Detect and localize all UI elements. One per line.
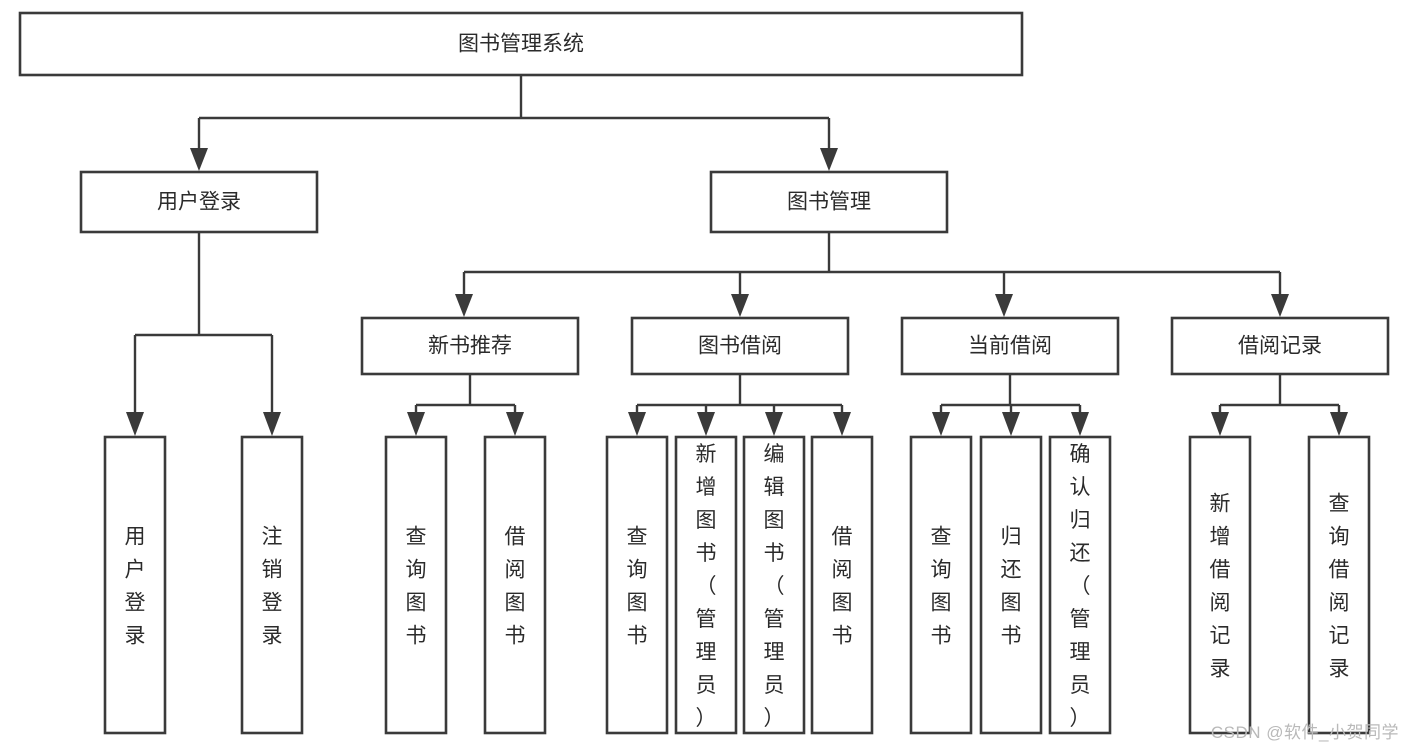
leaf-label: 借阅图书	[832, 526, 853, 648]
leaf-label: 用户登录	[125, 526, 146, 648]
node-borrow-record[interactable]: 借阅记录	[1170, 316, 1390, 376]
arrow-head-leaf-user-login	[126, 412, 144, 436]
leaf-node[interactable]: 归还图书	[979, 435, 1043, 735]
leaf-box[interactable]	[1048, 435, 1112, 735]
leaf-box[interactable]	[909, 435, 973, 735]
leaf-label: 注销登录	[262, 526, 283, 648]
arrow-head-bb-borrow	[833, 412, 851, 436]
arrow-head-br-add	[1211, 412, 1229, 436]
arrow-head-bb-edit	[765, 412, 783, 436]
book-borrow-box[interactable]	[630, 316, 850, 376]
leaf-box[interactable]	[810, 435, 874, 735]
leaf-box[interactable]	[605, 435, 669, 735]
arrow-head-record	[1271, 294, 1289, 317]
arrow-head-nb-query	[407, 412, 425, 436]
arrow-head-current	[995, 294, 1013, 317]
user-login-box[interactable]	[79, 170, 319, 234]
connector-layer	[126, 75, 1348, 436]
leaf-box[interactable]	[1188, 435, 1252, 735]
leaf-label: 查询图书	[931, 526, 952, 648]
leaf-node[interactable]: 查询图书	[909, 435, 973, 735]
leaf-node[interactable]: 查询图书	[384, 435, 448, 735]
leaf-box[interactable]	[742, 435, 806, 735]
leaf-box[interactable]	[240, 435, 304, 735]
leaf-box[interactable]	[1307, 435, 1371, 735]
leaf-box[interactable]	[103, 435, 167, 735]
leaf-layer: 用户登录 注销登录 查询图书 借阅图书 查询图书 新增图书（管理员） 编辑图书（管理员） 借阅…	[103, 435, 1371, 735]
leaf-node[interactable]: 新增借阅记录	[1188, 435, 1252, 735]
leaf-label: 查询图书	[627, 526, 648, 648]
leaf-box[interactable]	[483, 435, 547, 735]
leaf-node[interactable]: 借阅图书	[483, 435, 547, 735]
leaf-node[interactable]: 注销登录	[240, 435, 304, 735]
leaf-label: 编辑图书（管理员）	[764, 443, 785, 730]
node-current-borrow[interactable]: 当前借阅	[900, 316, 1120, 376]
book-borrow-label: 图书借阅	[698, 335, 782, 358]
current-borrow-box[interactable]	[900, 316, 1120, 376]
arrow-head-newbook	[455, 294, 473, 317]
borrow-record-label: 借阅记录	[1238, 335, 1322, 358]
arrow-head-cb-query	[932, 412, 950, 436]
leaf-node[interactable]: 查询借阅记录	[1307, 435, 1371, 735]
node-book-management[interactable]: 图书管理	[709, 170, 949, 234]
arrow-head-leaf-logout	[263, 412, 281, 436]
arrow-head-cb-return	[1002, 412, 1020, 436]
leaf-label: 借阅图书	[505, 526, 526, 648]
arrow-head-br-query	[1330, 412, 1348, 436]
arrow-head-cb-confirm	[1071, 412, 1089, 436]
leaf-box[interactable]	[674, 435, 738, 735]
leaf-node[interactable]: 查询图书	[605, 435, 669, 735]
arrow-head-borrow	[731, 294, 749, 317]
leaf-node[interactable]: 新增图书（管理员）	[674, 435, 738, 735]
leaf-label: 归还图书	[1001, 526, 1022, 648]
arrow-head-bb-query	[628, 412, 646, 436]
leaf-label: 查询图书	[406, 526, 427, 648]
leaf-label: 新增借阅记录	[1210, 493, 1231, 681]
borrow-record-box[interactable]	[1170, 316, 1390, 376]
user-login-label: 用户登录	[157, 191, 241, 214]
leaf-node[interactable]: 借阅图书	[810, 435, 874, 735]
leaf-label: 新增图书（管理员）	[696, 443, 717, 730]
node-root[interactable]: 图书管理系统	[18, 11, 1024, 77]
node-user-login[interactable]: 用户登录	[79, 170, 319, 234]
leaf-label: 确认归还（管理员）	[1070, 443, 1091, 730]
leaf-label: 查询借阅记录	[1329, 493, 1350, 681]
leaf-node[interactable]: 确认归还（管理员）	[1048, 435, 1112, 735]
leaf-node[interactable]: 用户登录	[103, 435, 167, 735]
node-book-borrow[interactable]: 图书借阅	[630, 316, 850, 376]
arrow-head-bb-add	[697, 412, 715, 436]
new-book-recommend-box[interactable]	[360, 316, 580, 376]
book-management-box[interactable]	[709, 170, 949, 234]
leaf-box[interactable]	[384, 435, 448, 735]
current-borrow-label: 当前借阅	[968, 335, 1052, 358]
arrow-head-nb-borrow	[506, 412, 524, 436]
leaf-node[interactable]: 编辑图书（管理员）	[742, 435, 806, 735]
root-label: 图书管理系统	[458, 33, 584, 56]
root-box[interactable]	[18, 11, 1024, 77]
arrow-head-book-manage	[820, 148, 838, 171]
book-management-label: 图书管理	[787, 191, 871, 214]
new-book-recommend-label: 新书推荐	[428, 335, 512, 358]
arrow-head-user-login	[190, 148, 208, 171]
node-new-book-recommend[interactable]: 新书推荐	[360, 316, 580, 376]
leaf-box[interactable]	[979, 435, 1043, 735]
